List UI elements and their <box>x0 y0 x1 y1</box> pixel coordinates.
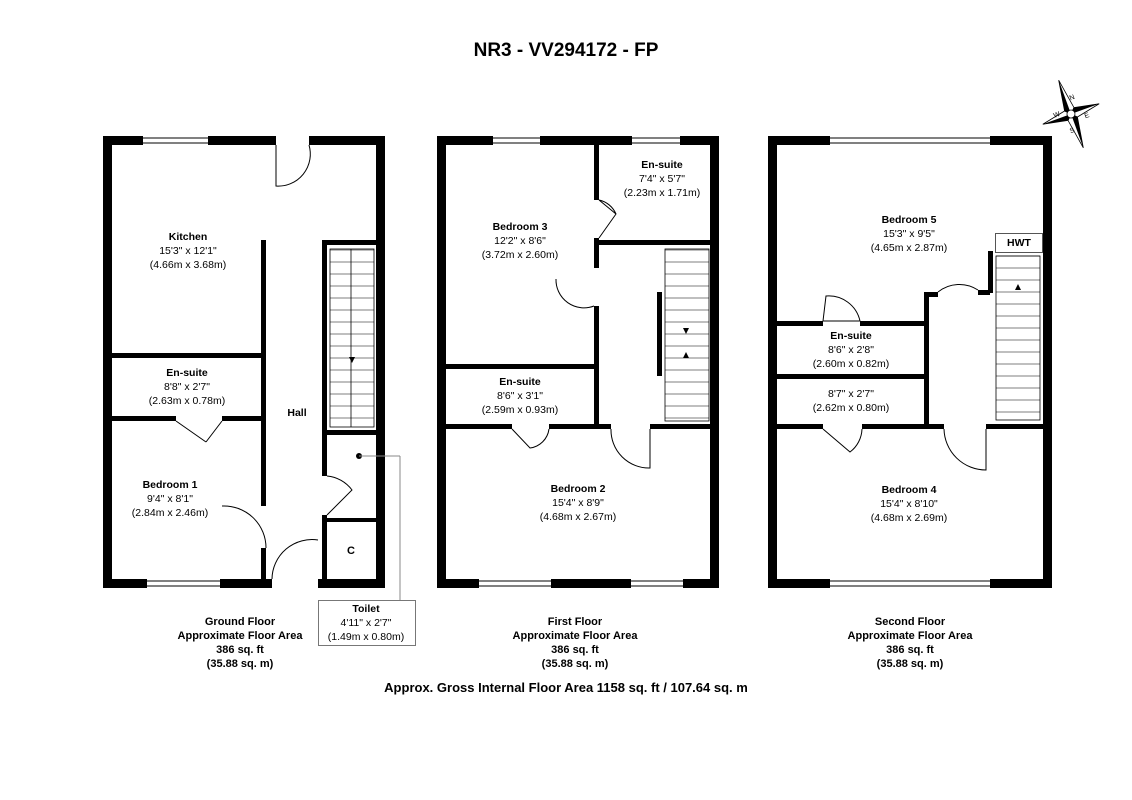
room-label-ensuite-first: En-suite 8'6" x 3'1" (2.59m x 0.93m) <box>482 375 558 417</box>
room-name: En-suite <box>830 330 872 342</box>
room-name: Toilet <box>352 603 380 615</box>
room-imperial: 15'4" x 8'10" <box>880 498 938 510</box>
room-metric: (2.23m x 1.71m) <box>623 187 701 199</box>
room-label-bedroom-2: Bedroom 2 15'4" x 8'9" (4.68m x 2.67m) <box>540 482 616 524</box>
room-imperial: 8'6" x 3'1" <box>497 390 543 402</box>
floor-sqm: (35.88 sq. m) <box>876 658 944 670</box>
plan-title: NR3 - VV294172 - FP <box>473 40 659 61</box>
floor-subtitle: Approximate Floor Area <box>847 630 973 642</box>
internal-walls <box>112 145 1046 582</box>
room-imperial: 8'8" x 2'7" <box>164 381 210 393</box>
room-metric: (2.60m x 0.82m) <box>812 358 890 370</box>
room-metric: (4.68m x 2.69m) <box>870 512 948 524</box>
room-metric: (3.72m x 2.60m) <box>481 249 559 261</box>
room-label-toilet: Toilet 4'11" x 2'7" (1.49m x 0.80m) <box>328 602 404 644</box>
room-label-ensuite-second: En-suite 8'6" x 2'8" (2.60m x 0.82m) <box>813 329 889 371</box>
floor-sqft: 386 sq. ft <box>886 644 934 656</box>
floor-summary-first: First Floor Approximate Floor Area 386 s… <box>513 615 638 671</box>
room-label-hall: Hall <box>287 406 306 420</box>
room-imperial: 12'2" x 8'6" <box>494 235 546 247</box>
room-imperial: 7'4" x 5'7" <box>639 173 685 185</box>
room-name: Hall <box>287 407 307 419</box>
room-metric: (4.65m x 2.87m) <box>870 242 948 254</box>
room-metric: (2.63m x 0.78m) <box>148 395 226 407</box>
room-metric: (4.66m x 3.68m) <box>149 259 227 271</box>
compass-s: S <box>1069 127 1076 135</box>
room-label-bedroom-4: Bedroom 4 15'4" x 8'10" (4.68m x 2.69m) <box>871 483 947 525</box>
room-imperial: 15'3" x 12'1" <box>159 245 217 257</box>
floor-summary-second: Second Floor Approximate Floor Area 386 … <box>848 615 973 671</box>
compass-icon: N E S W <box>1042 79 1100 149</box>
room-label-bedroom-5: Bedroom 5 15'3" x 9'5" (4.65m x 2.87m) <box>871 213 947 255</box>
door-swings <box>175 144 987 580</box>
room-imperial: 8'6" x 2'8" <box>828 344 874 356</box>
compass-e: E <box>1084 112 1091 120</box>
room-label-unnamed-second: 8'7" x 2'7" (2.62m x 0.80m) <box>813 387 889 415</box>
room-imperial: 8'7" x 2'7" <box>828 388 874 400</box>
room-metric: (2.62m x 0.80m) <box>812 402 890 414</box>
room-imperial: 4'11" x 2'7" <box>340 617 392 629</box>
room-label-ensuite-first-top: En-suite 7'4" x 5'7" (2.23m x 1.71m) <box>624 158 700 200</box>
room-label-cupboard: C <box>347 545 355 557</box>
room-imperial: 15'4" x 8'9" <box>552 497 604 509</box>
toilet-pointer <box>356 453 401 600</box>
room-label-ensuite-ground: En-suite 8'8" x 2'7" (2.63m x 0.78m) <box>149 366 225 408</box>
room-name: En-suite <box>499 376 541 388</box>
room-name: Bedroom 3 <box>492 221 548 233</box>
floor-sqft: 386 sq. ft <box>551 644 599 656</box>
room-name: Kitchen <box>168 231 208 243</box>
outer-walls <box>103 136 1052 588</box>
floor-summary-ground: Ground Floor Approximate Floor Area 386 … <box>178 615 303 671</box>
room-label-kitchen: Kitchen 15'3" x 12'1" (4.66m x 3.68m) <box>150 230 226 272</box>
room-name: Bedroom 5 <box>881 214 937 226</box>
compass-w: W <box>1053 111 1062 120</box>
room-metric: (2.59m x 0.93m) <box>481 404 559 416</box>
floor-name: Second Floor <box>874 616 946 628</box>
room-label-bedroom-3: Bedroom 3 12'2" x 8'6" (3.72m x 2.60m) <box>482 220 558 262</box>
hot-water-tank-label: HWT <box>995 233 1043 253</box>
floor-sqm: (35.88 sq. m) <box>206 658 274 670</box>
room-name: Bedroom 4 <box>881 484 937 496</box>
toilet-label-box <box>318 600 416 646</box>
room-metric: (2.84m x 2.46m) <box>131 507 209 519</box>
floor-subtitle: Approximate Floor Area <box>177 630 303 642</box>
stairs <box>329 248 1041 428</box>
room-name: En-suite <box>166 367 208 379</box>
windows <box>143 137 990 587</box>
floor-name: First Floor <box>547 616 603 628</box>
compass-n: N <box>1069 94 1076 102</box>
total-floor-area: Approx. Gross Internal Floor Area 1158 s… <box>384 680 748 695</box>
room-metric: (1.49m x 0.80m) <box>327 631 405 643</box>
room-name: En-suite <box>641 159 683 171</box>
room-imperial: 9'4" x 8'1" <box>147 493 193 505</box>
floor-sqm: (35.88 sq. m) <box>541 658 609 670</box>
stair-arrows <box>349 284 1021 363</box>
room-imperial: 15'3" x 9'5" <box>883 228 935 240</box>
floor-sqft: 386 sq. ft <box>216 644 264 656</box>
floor-subtitle: Approximate Floor Area <box>512 630 638 642</box>
room-label-bedroom-1: Bedroom 1 9'4" x 8'1" (2.84m x 2.46m) <box>132 478 208 520</box>
floor-name: Ground Floor <box>204 616 276 628</box>
room-metric: (4.68m x 2.67m) <box>539 511 617 523</box>
room-name: Bedroom 1 <box>142 479 198 491</box>
room-name: Bedroom 2 <box>550 483 606 495</box>
